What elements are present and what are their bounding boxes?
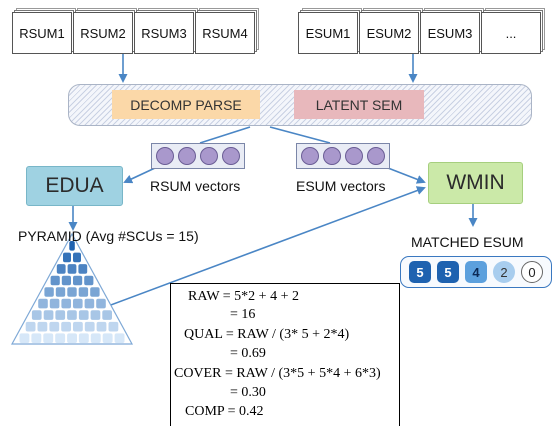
split-line-left bbox=[199, 126, 251, 144]
vector-circle bbox=[301, 147, 319, 165]
pyramid-tile bbox=[44, 287, 54, 297]
rsum-vectors-label: RSUM vectors bbox=[150, 178, 241, 194]
pyramid-tile bbox=[90, 287, 100, 297]
pyramid-tile bbox=[96, 321, 107, 332]
pyramid-tile bbox=[61, 275, 71, 286]
vector-circle bbox=[222, 147, 240, 165]
pyramid-tile bbox=[31, 333, 42, 343]
pyramid-tile bbox=[90, 310, 101, 320]
edua-box: EDUA bbox=[26, 166, 123, 206]
pyramid-tile bbox=[49, 298, 60, 309]
pyramid-tile bbox=[114, 333, 125, 343]
vector-circle bbox=[200, 147, 218, 165]
pyramid-tile bbox=[102, 310, 112, 320]
pyramid-tile bbox=[84, 275, 94, 286]
vector-circle bbox=[367, 147, 385, 165]
esum-vectors-label: ESUM vectors bbox=[296, 178, 386, 194]
pyramid-tile bbox=[25, 321, 36, 332]
pyramid-tile bbox=[56, 264, 66, 274]
esum-doc-3: ESUM3 bbox=[420, 12, 480, 54]
pyramid-tile bbox=[84, 298, 95, 309]
pyramid-tile bbox=[50, 275, 60, 286]
rsum-vectors-box bbox=[151, 143, 245, 169]
pyramid-tile bbox=[49, 321, 60, 332]
formula-cover-result: = 0.30 bbox=[230, 385, 266, 400]
pyramid-tile bbox=[55, 310, 66, 320]
formula-qual: QUAL = RAW / (3* 5 + 2*4) bbox=[184, 327, 350, 342]
split-line-right bbox=[269, 126, 331, 144]
arrow-rsum-vectors-to-edua bbox=[123, 167, 156, 184]
match-badge: 0 bbox=[521, 261, 543, 283]
esum-doc-more: ... bbox=[481, 12, 541, 54]
pyramid-graphic bbox=[10, 232, 134, 345]
vector-circle bbox=[323, 147, 341, 165]
pyramid-tile bbox=[73, 275, 83, 286]
pyramid-tile bbox=[78, 287, 89, 297]
formula-raw: RAW = 5*2 + 4 + 2 bbox=[188, 289, 299, 304]
pyramid-tile bbox=[108, 321, 119, 332]
pyramid-tile bbox=[84, 321, 95, 332]
score-formula-box: RAW = 5*2 + 4 + 2 = 16 QUAL = RAW / (3* … bbox=[170, 283, 400, 426]
decomp-parse-box: DECOMP PARSE bbox=[112, 90, 260, 119]
pyramid-tile bbox=[38, 298, 48, 309]
matched-esum-label: MATCHED ESUM bbox=[411, 234, 524, 250]
vector-circle bbox=[178, 147, 196, 165]
pyramid-tile bbox=[67, 287, 77, 297]
rsum-doc-3: RSUM3 bbox=[134, 12, 194, 54]
pyramid-tile bbox=[67, 264, 77, 274]
wmin-box: WMIN bbox=[428, 162, 523, 204]
pyramid-tile bbox=[61, 321, 71, 332]
arrow-esum-vectors-to-wmin bbox=[387, 167, 426, 184]
latent-sem-box: LATENT SEM bbox=[294, 90, 424, 119]
pyramid-label: PYRAMID (Avg #SCUs = 15) bbox=[18, 228, 199, 244]
matched-esum-box: 5 5 4 2 0 bbox=[400, 256, 552, 288]
pyramid-tile bbox=[96, 298, 106, 309]
vector-circle bbox=[345, 147, 363, 165]
match-badge: 5 bbox=[409, 261, 431, 283]
pyramid-tile bbox=[78, 310, 89, 320]
formula-raw-result: = 16 bbox=[230, 307, 256, 322]
pyramid-tile bbox=[43, 333, 54, 343]
match-badge: 2 bbox=[493, 261, 515, 283]
pyramid-tile bbox=[73, 321, 83, 332]
pyramid-tile bbox=[67, 310, 77, 320]
arrow-pyramid-to-wmin bbox=[91, 186, 426, 313]
esum-vectors-box bbox=[296, 143, 390, 169]
pyramid-tile bbox=[61, 298, 71, 309]
formula-comp: COMP = 0.42 bbox=[185, 404, 264, 419]
pyramid-tile bbox=[63, 252, 71, 263]
rsum-doc-1: RSUM1 bbox=[12, 12, 72, 54]
pyramid-tile bbox=[69, 241, 75, 251]
pyramid-tile bbox=[55, 287, 66, 297]
pyramid-tile bbox=[31, 310, 42, 320]
pyramid-tile bbox=[78, 333, 89, 343]
match-badge: 4 bbox=[465, 261, 487, 283]
formula-cover: COVER = RAW / (3*5 + 5*4 + 6*3) bbox=[174, 366, 381, 381]
match-badge: 5 bbox=[437, 261, 459, 283]
pyramid-tile bbox=[19, 333, 30, 343]
vector-circle bbox=[156, 147, 174, 165]
pyramid-tile bbox=[43, 310, 54, 320]
pyramid-tile bbox=[73, 298, 83, 309]
esum-doc-2: ESUM2 bbox=[359, 12, 419, 54]
pyramid-tile bbox=[78, 264, 88, 274]
esum-doc-1: ESUM1 bbox=[298, 12, 358, 54]
pyramid-tile bbox=[102, 333, 113, 343]
rsum-doc-4: RSUM4 bbox=[195, 12, 255, 54]
rsum-doc-2: RSUM2 bbox=[73, 12, 133, 54]
pyramid-tile bbox=[55, 333, 66, 343]
pyramid-tile bbox=[37, 321, 48, 332]
formula-qual-result: = 0.69 bbox=[230, 346, 266, 361]
pyramid-tile bbox=[73, 252, 81, 263]
pyramid-tile bbox=[67, 333, 77, 343]
pyramid-tile bbox=[90, 333, 101, 343]
